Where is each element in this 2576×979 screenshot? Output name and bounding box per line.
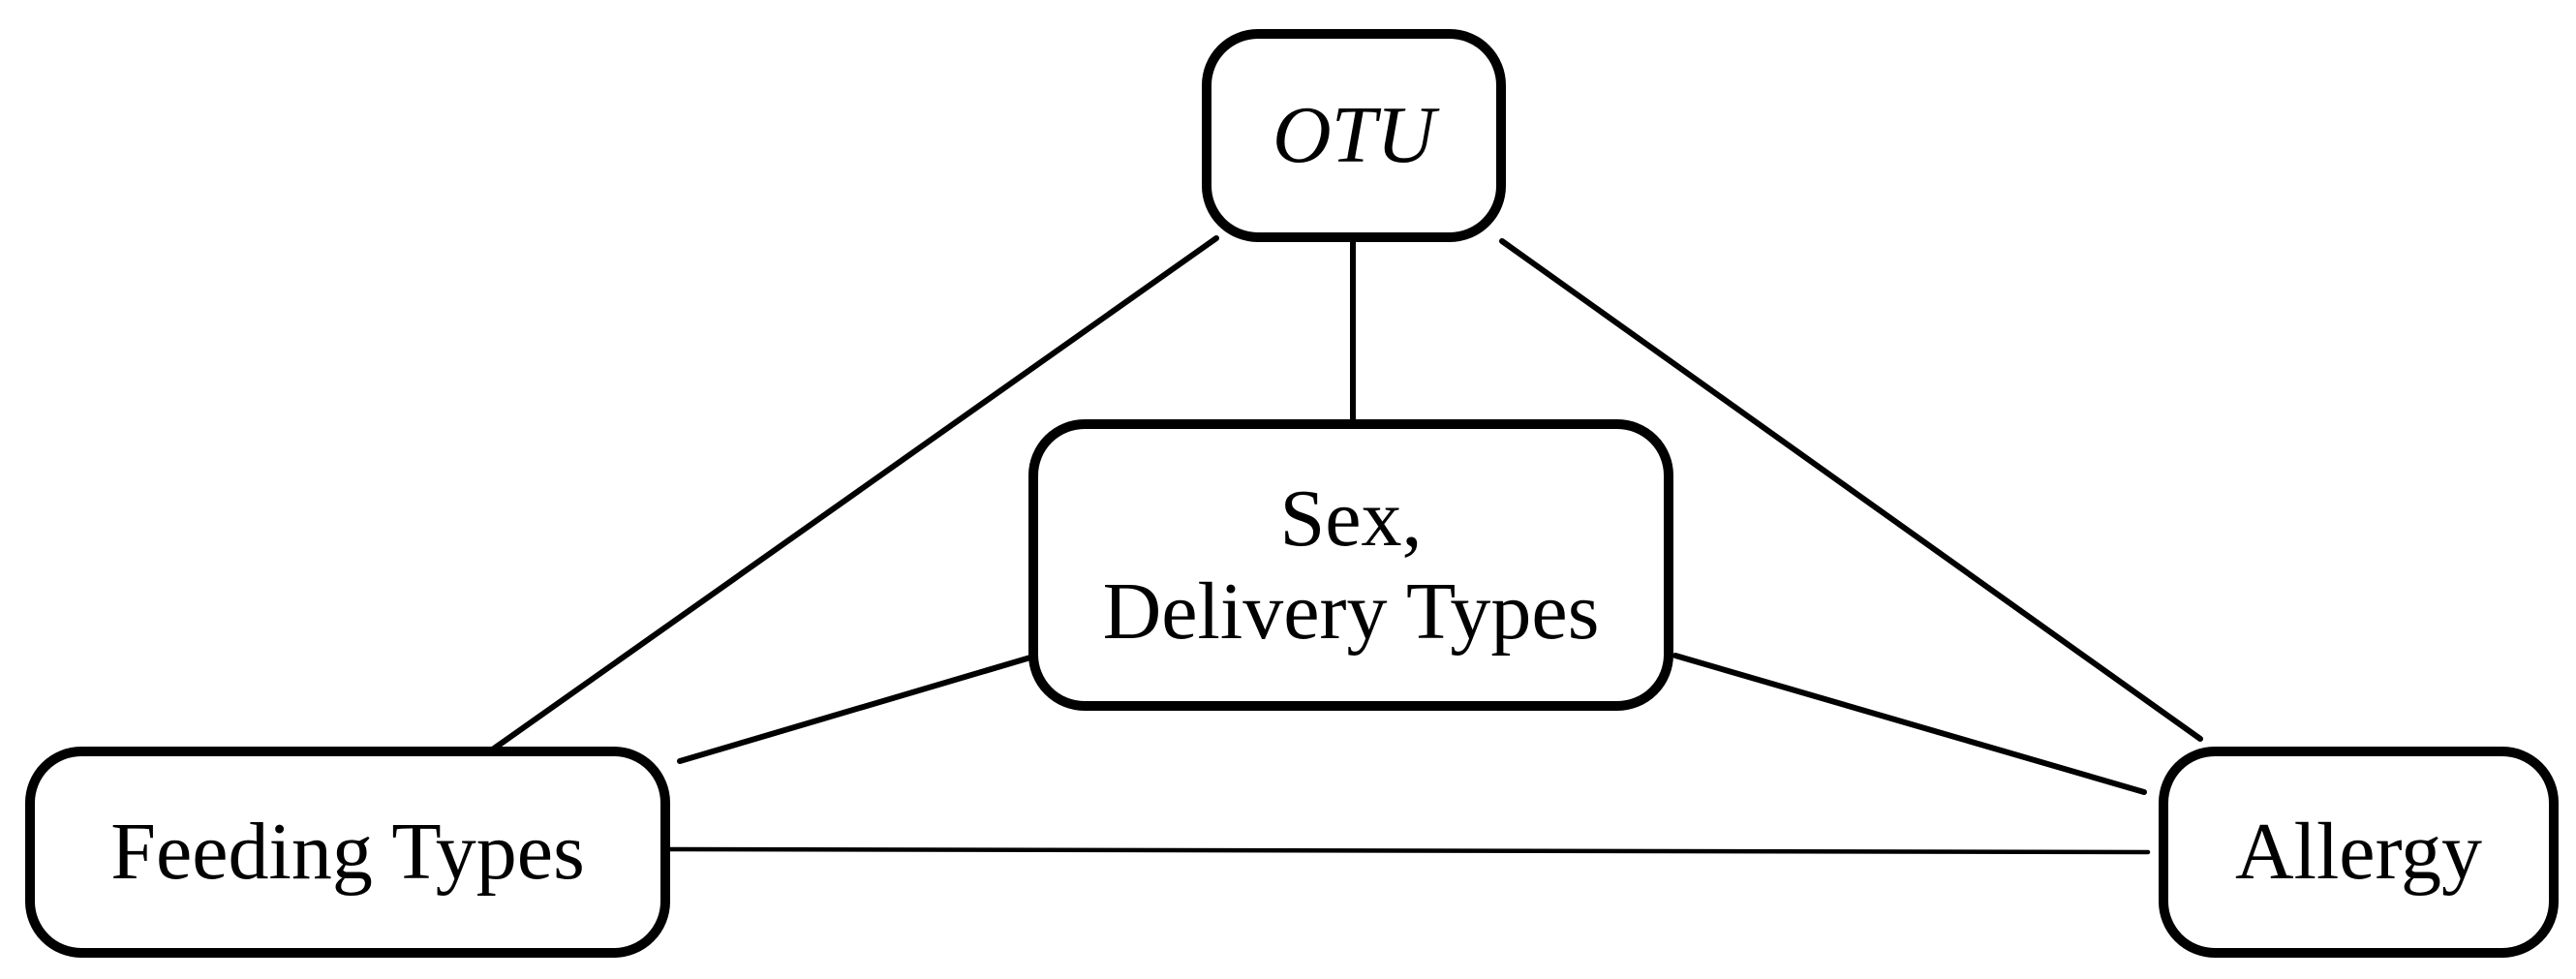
edge-feeding_types-allergy <box>665 846 2151 855</box>
edge-sex_delivery-allergy <box>1672 653 2147 795</box>
node-allergy: Allergy <box>2159 747 2559 958</box>
node-feeding-types: Feeding Types <box>25 747 670 958</box>
edge-otu-feeding_types <box>491 235 1219 751</box>
node-sex-delivery-types-label-line2: Delivery Types <box>1102 566 1600 657</box>
node-otu: OTU <box>1202 29 1506 242</box>
node-feeding-types-label: Feeding Types <box>110 807 585 898</box>
node-sex-delivery-types: Sex, Delivery Types <box>1028 419 1673 711</box>
edge-sex_delivery-feeding_types <box>677 655 1033 764</box>
edge-otu-allergy <box>1499 238 2203 742</box>
node-otu-label: OTU <box>1272 90 1436 181</box>
node-sex-delivery-types-label-line1: Sex, <box>1279 473 1423 564</box>
node-allergy-label: Allergy <box>2234 807 2483 898</box>
